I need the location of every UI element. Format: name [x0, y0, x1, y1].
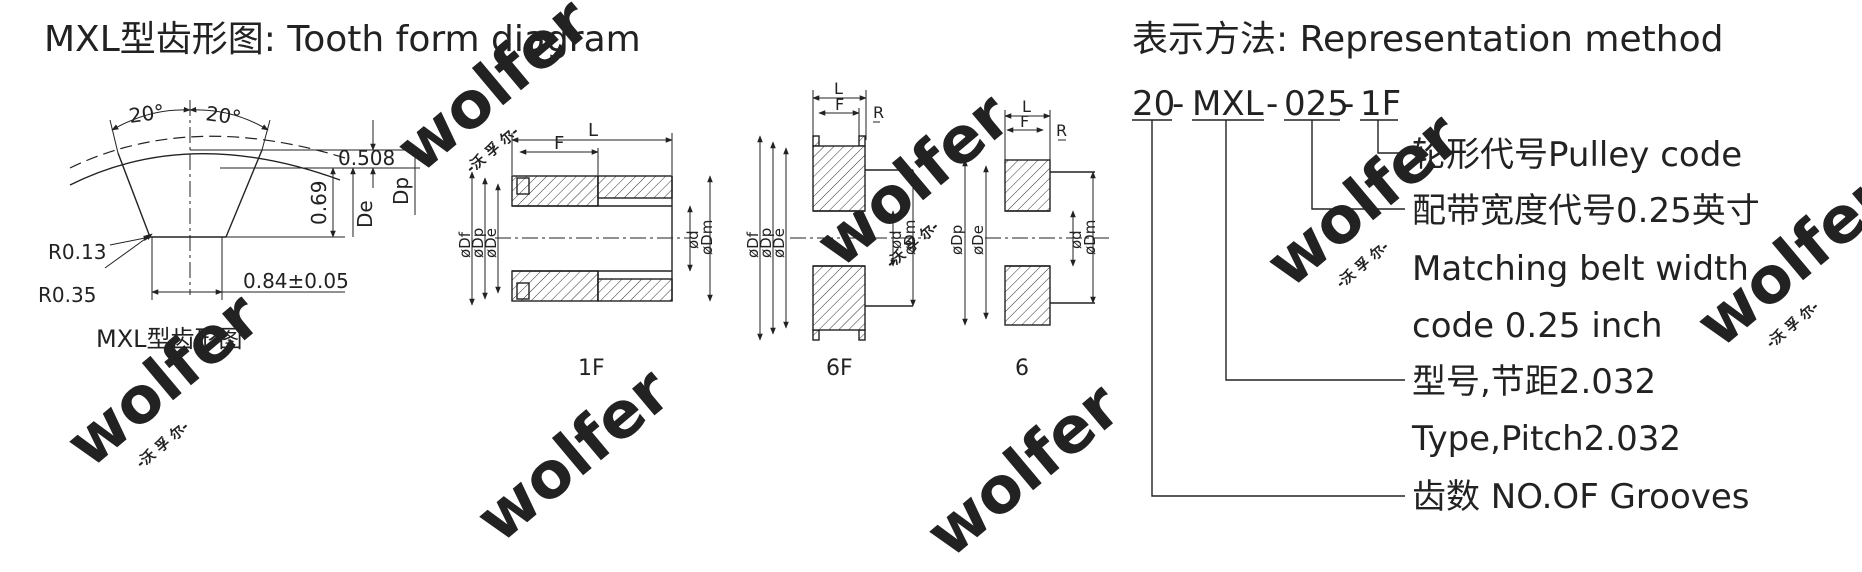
pulley-6f-drawing: L F R øDf øDp øDe ød øDm 6F [744, 79, 930, 381]
representation-method: 20 - MXL - 025 - 1F 轮形代号Pulley code 配带宽度… [1132, 84, 1760, 517]
pulley-6-label-f: F [1020, 112, 1029, 131]
pulley-1f-caption: 1F [578, 356, 605, 381]
svg-text:wolfer: wolfer [463, 354, 685, 557]
legend-belt-width-cn: 配带宽度代号0.25英寸 [1412, 191, 1760, 231]
pulley-1f-label-f: F [554, 133, 564, 154]
legend-belt-width-en1: Matching belt width [1412, 249, 1749, 289]
legend-belt-width-en2: code 0.25 inch [1412, 306, 1663, 346]
pulley-6-label-dm: øDm [1081, 220, 1099, 255]
dim-0508: 0.508 [338, 146, 395, 170]
code-separator: - [1266, 84, 1278, 124]
pulley-6-label-d: ød [1067, 230, 1085, 249]
pulley-6-label-dp: øDp [948, 225, 966, 255]
pulley-1f-label-dp: øDp [469, 228, 487, 258]
pulley-6f-label-f: F [835, 95, 844, 114]
angle-right-label: 20° [204, 101, 242, 130]
right-title: 表示方法: Representation method [1132, 19, 1723, 60]
svg-text:wolfer: wolfer [913, 369, 1135, 572]
pulley-6-caption: 6 [1015, 356, 1029, 381]
code-separator: - [1342, 84, 1354, 124]
tooth-form-diagram: 20° 20° 0.508 0.69 De Dp R0.13 R0.35 0.8… [38, 99, 420, 353]
pulley-1f-label-l: L [588, 120, 598, 141]
pulley-6f-caption: 6F [826, 356, 853, 381]
label-dp: Dp [389, 177, 413, 205]
radius-r035: R0.35 [38, 283, 96, 307]
legend-type-cn: 型号,节距2.032 [1412, 362, 1656, 402]
dim-069: 0.69 [307, 180, 331, 225]
legend-pulley-code: 轮形代号Pulley code [1412, 135, 1742, 175]
tooth-caption: MXL型齿形图 [96, 325, 243, 353]
pulley-6f-label-dm: øDm [901, 220, 919, 255]
pulley-6f-label-l: L [834, 79, 843, 98]
pulley-6f-label-dp: øDp [757, 228, 775, 258]
dim-084: 0.84±0.05 [243, 269, 349, 293]
radius-r013: R0.13 [48, 240, 106, 264]
code-separator: - [1172, 84, 1184, 124]
pulley-6-drawing: L F R øDp øDe ød øDm 6 [948, 97, 1110, 381]
pulley-1f-label-df: øDf [456, 231, 474, 258]
watermark-logo: wolfer -沃 孚 尔- [53, 279, 275, 482]
pulley-6-label-de: øDe [969, 225, 987, 255]
code-part-width: 025 [1284, 84, 1349, 124]
code-part-teeth: 20 [1132, 84, 1175, 124]
legend-type-en: Type,Pitch2.032 [1411, 419, 1681, 459]
pulley-6f-label-r: R [873, 103, 884, 122]
legend-grooves: 齿数 NO.OF Grooves [1412, 477, 1750, 517]
pulley-6f-label-df: øDf [744, 231, 762, 258]
pulley-1f-drawing: L F øDf øDp øDe ød øDm 1F [456, 120, 716, 381]
code-part-pulley: 1F [1360, 84, 1401, 124]
pulley-6-label-l: L [1022, 97, 1031, 116]
left-title: MXL型齿形图: Tooth form diagram [44, 19, 641, 60]
pulley-6f-label-de: øDe [770, 228, 788, 258]
watermark-logo: wolfer [913, 369, 1135, 572]
pulley-6f-label-d: ød [887, 230, 905, 249]
pulley-1f-label-d: ød [684, 230, 702, 249]
pulley-1f-label-dm: øDm [698, 220, 716, 255]
angle-left-label: 20° [127, 99, 165, 128]
pulley-1f-label-de: øDe [482, 228, 500, 258]
watermark-logo: wolfer [463, 354, 685, 557]
label-de: De [353, 200, 377, 228]
code-part-type: MXL [1192, 84, 1264, 124]
pulley-6-label-r: R [1056, 121, 1067, 140]
